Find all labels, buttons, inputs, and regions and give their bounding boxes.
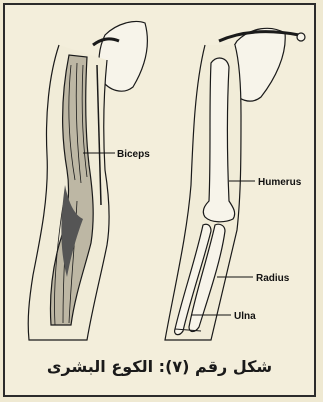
radius-label: Radius [256,273,290,284]
left-scapula [99,22,147,92]
humerus-label: Humerus [258,177,302,188]
acromion [297,33,305,41]
figure-caption: شكل رقم (٧): الكوع البشرى [5,357,314,376]
left-arm-muscle-view [28,22,147,341]
figure-frame: Biceps Humerus Radius Ulna شكل رقم (٧): … [3,3,316,397]
ulna-label: Ulna [234,311,256,322]
biceps-label: Biceps [117,149,150,160]
elbow-illustration: Biceps Humerus Radius Ulna [5,5,314,350]
